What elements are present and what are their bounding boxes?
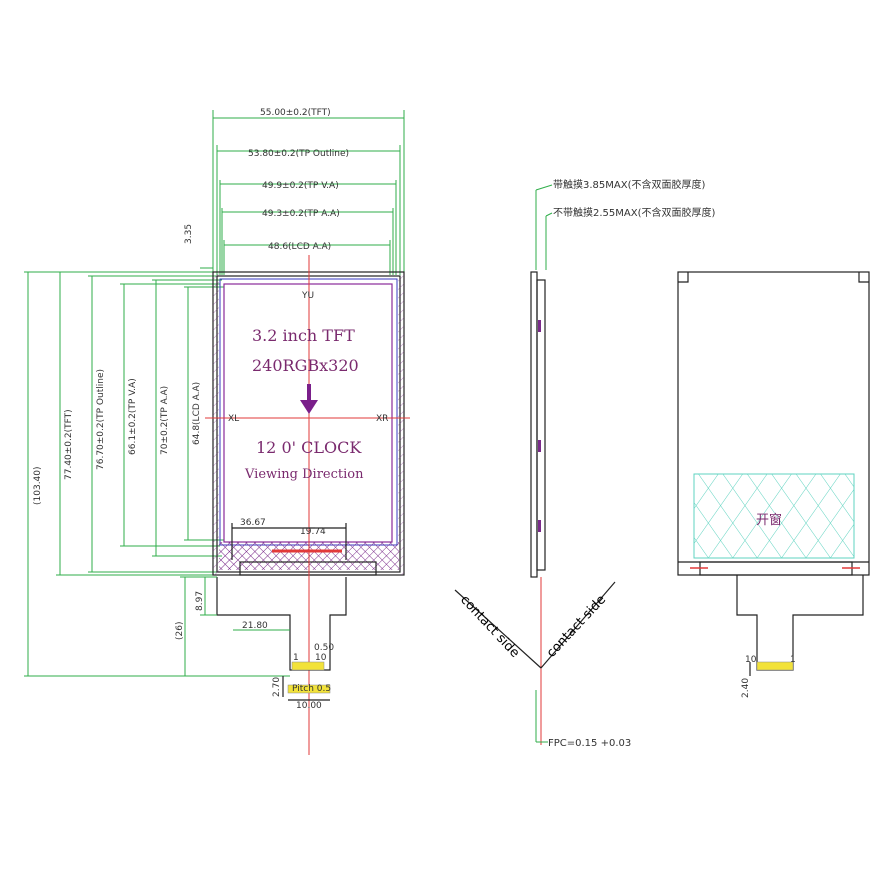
side-view: 带触摸3.85MAX(不含双面胶厚度) 不带触摸2.55MAX(不含双面胶厚度)… <box>454 178 715 749</box>
fpc-tail: 8.97 (26) 21.80 1 10 0.50 Pitch 0.5 10.0… <box>175 576 347 711</box>
dim-tft-height: 77.40±0.2(TFT) <box>64 409 74 480</box>
horizontal-dimensions: 55.00±0.2(TFT) 53.80±0.2(TP Outline) 49.… <box>184 108 405 275</box>
clock-label: 12 0' CLOCK <box>256 438 362 457</box>
front-view: 55.00±0.2(TFT) 53.80±0.2(TP Outline) 49.… <box>24 108 410 755</box>
dim-fpc-0-50: 0.50 <box>314 643 334 653</box>
dim-fpc-10-00: 10.00 <box>296 701 322 711</box>
viewing-direction-label: Viewing Direction <box>244 467 364 482</box>
contact-side-left: contact side <box>457 592 522 660</box>
dim-fpc-21-80: 21.80 <box>242 621 268 631</box>
back-view: 开窗 10 1 2.40 <box>677 271 870 698</box>
back-window-label: 开窗 <box>756 512 782 528</box>
contact-side-right: contact side <box>544 592 609 660</box>
vertical-dimensions: (103.40) 77.40±0.2(TFT) 76.70±0.2(TP Out… <box>24 271 290 677</box>
side-note-with-touch: 带触摸3.85MAX(不含双面胶厚度) <box>553 178 705 191</box>
dim-bottom-36: 36.67 <box>240 518 266 528</box>
dim-tp-outline-width: 53.80±0.2(TP Outline) <box>248 149 349 159</box>
dim-top-offset: 3.35 <box>184 224 194 244</box>
viewing-direction-arrow-icon <box>300 384 318 414</box>
dim-tp-aa-width: 49.3±0.2(TP A.A) <box>262 209 340 219</box>
dim-lcd-aa-height: 64.8(LCD A.A) <box>192 382 202 445</box>
back-pin-10: 10 <box>745 655 757 665</box>
fpc-pin-1: 1 <box>293 653 299 663</box>
dim-lcd-aa-width: 48.6(LCD A.A) <box>268 242 331 252</box>
dim-tft-width: 55.00±0.2(TFT) <box>260 108 331 118</box>
fpc-pitch-text: Pitch 0.5 <box>292 684 331 694</box>
back-pin-1: 1 <box>790 655 796 665</box>
dim-bottom-19: 19.74 <box>300 527 326 537</box>
fpc-pin-10: 10 <box>315 653 327 663</box>
dim-fpc-2-70: 2.70 <box>272 677 282 697</box>
dim-tp-va-height: 66.1±0.2(TP V.A) <box>128 378 138 455</box>
axis-label-top: YU <box>301 291 314 301</box>
dim-tp-outline-height: 76.70±0.2(TP Outline) <box>96 369 106 470</box>
back-dim-2-40: 2.40 <box>741 678 751 698</box>
axis-label-right: XR <box>376 414 388 424</box>
screen-resolution-label: 240RGBx320 <box>252 356 359 375</box>
dim-tp-va-width: 49.9±0.2(TP V.A) <box>262 181 339 191</box>
axis-label-left: XL <box>228 414 239 424</box>
dim-fpc-8-97: 8.97 <box>195 591 205 611</box>
dim-tp-aa-height: 70±0.2(TP A.A) <box>160 386 170 455</box>
screen-size-label: 3.2 inch TFT <box>252 326 355 345</box>
side-note-without-touch: 不带触摸2.55MAX(不含双面胶厚度) <box>553 206 715 219</box>
dim-total-height: (103.40) <box>33 466 43 505</box>
dim-fpc-26: (26) <box>175 622 185 640</box>
fpc-thickness-label: FPC=0.15 +0.03 <box>548 738 631 749</box>
